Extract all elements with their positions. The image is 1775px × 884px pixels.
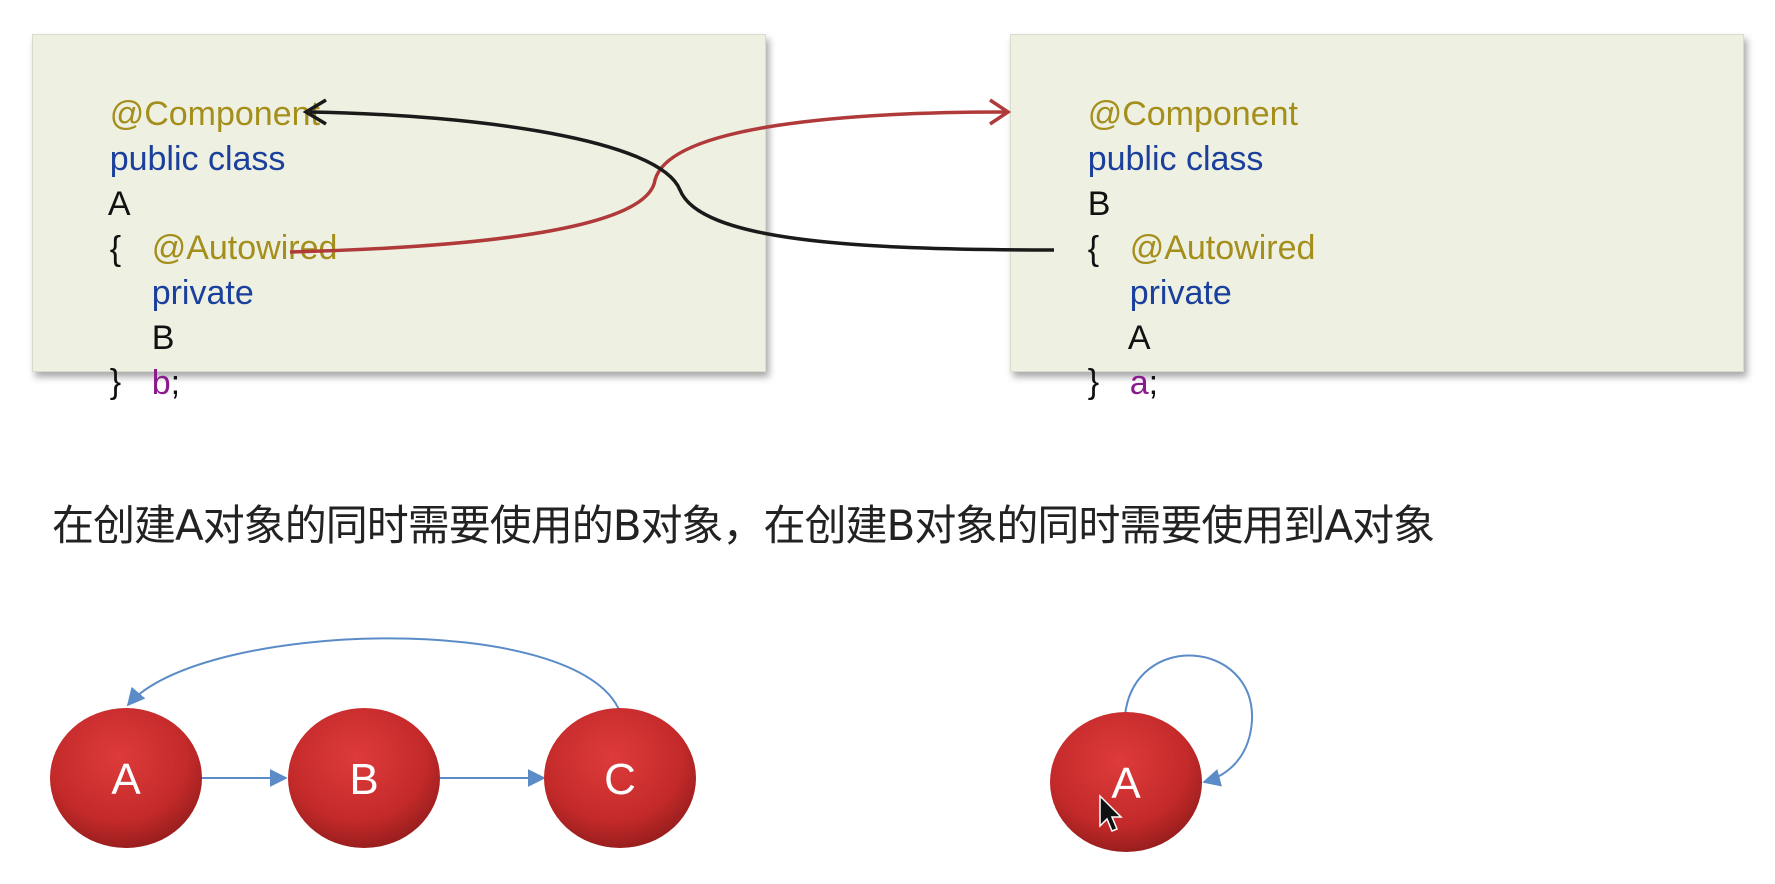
annotation-component: @Component	[109, 95, 320, 133]
field-type: B	[151, 319, 175, 357]
code-line-field: private A a;	[1073, 226, 1232, 451]
semicolon: ;	[1148, 364, 1159, 402]
code-line-annotation: @Autowired	[95, 181, 338, 316]
code-block-class-a: @Component public class A { @Autowired p…	[32, 34, 766, 402]
annotation-autowired: @Autowired	[1129, 229, 1316, 267]
code-line-field: private B b;	[95, 226, 254, 451]
field-name: b	[151, 364, 171, 402]
class-name: B	[1087, 185, 1111, 223]
open-brace: {	[109, 230, 122, 268]
open-brace: {	[1087, 230, 1100, 268]
code-line-class-decl: public class B {	[1031, 92, 1264, 317]
code-line-annotation: @Component	[53, 47, 320, 182]
keyword-public-class: public class	[1087, 140, 1264, 178]
close-brace: }	[109, 363, 122, 401]
close-brace: }	[1087, 363, 1100, 401]
graph-node-b: B	[288, 708, 440, 848]
annotation-component: @Component	[1087, 95, 1298, 133]
graph-node-a: A	[50, 708, 202, 848]
code-line-class-decl: public class A {	[53, 92, 286, 317]
mouse-cursor-icon	[1099, 794, 1123, 832]
node-label-a-self: A	[1111, 759, 1141, 808]
keyword-private: private	[151, 274, 254, 312]
field-type: A	[1127, 319, 1151, 357]
dependency-arrow-b-to-a	[309, 110, 1055, 252]
keyword-public-class: public class	[109, 140, 286, 178]
code-line-close: }	[1031, 315, 1099, 450]
class-name: A	[107, 185, 131, 223]
edge-c-to-a	[126, 637, 621, 713]
dependency-arrow-a-to-b	[289, 110, 1006, 254]
semicolon: ;	[170, 364, 181, 402]
code-line-annotation: @Autowired	[1073, 181, 1316, 316]
code-block-class-b: @Component public class B { @Autowired p…	[1010, 34, 1744, 402]
keyword-private: private	[1129, 274, 1232, 312]
node-label-a: A	[111, 755, 141, 804]
caption-text: 在创建A对象的同时需要使用的B对象，在创建B对象的同时需要使用到A对象	[52, 501, 1435, 550]
node-label-b: B	[349, 755, 378, 804]
code-line-annotation: @Component	[1031, 47, 1298, 182]
graph-node-a-self: A	[1050, 712, 1202, 852]
arrowhead-red	[989, 98, 1012, 126]
annotation-autowired: @Autowired	[151, 229, 338, 267]
graph-node-c: C	[544, 708, 696, 848]
code-line-close: }	[53, 315, 121, 450]
arrowhead-black	[302, 98, 327, 126]
edge-a-self-loop	[1124, 654, 1254, 787]
field-name: a	[1129, 364, 1149, 402]
node-label-c: C	[604, 755, 636, 804]
